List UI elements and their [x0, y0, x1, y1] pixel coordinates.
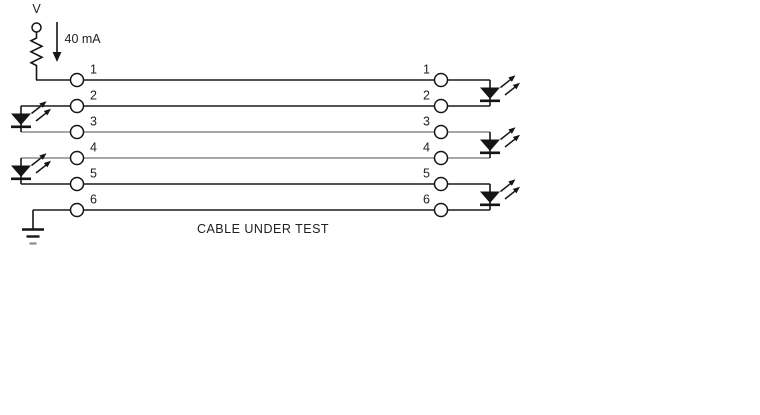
pin-label-left-6: 6 — [90, 193, 97, 207]
pin-right-1 — [433, 72, 449, 88]
pin-label-left-1: 1 — [90, 63, 97, 77]
voltage-terminal-icon — [31, 22, 42, 33]
pin-left-5 — [69, 176, 85, 192]
current-arrowhead-icon — [52, 52, 62, 62]
pin-label-right-5: 5 — [423, 167, 430, 181]
current-label: 40 mA — [65, 32, 102, 46]
pin-label-right-6: 6 — [423, 193, 430, 207]
ground-icon — [22, 210, 44, 245]
pin-left-6 — [69, 202, 85, 218]
pin-label-right-4: 4 — [423, 141, 430, 155]
pin-left-1 — [69, 72, 85, 88]
pin-label-right-2: 2 — [423, 89, 430, 103]
pin-label-left-5: 5 — [90, 167, 97, 181]
pin-right-4 — [433, 150, 449, 166]
pin-right-5 — [433, 176, 449, 192]
pin-label-right-3: 3 — [423, 115, 430, 129]
pin-left-2 — [69, 98, 85, 114]
voltage-label: V — [32, 2, 41, 16]
pin-label-left-4: 4 — [90, 141, 97, 155]
cable-under-test-label: CABLE UNDER TEST — [197, 222, 329, 236]
pin-left-3 — [69, 124, 85, 140]
pin-label-left-2: 2 — [90, 89, 97, 103]
pin-label-right-1: 1 — [423, 63, 430, 77]
pin-left-4 — [69, 150, 85, 166]
pin-label-left-3: 3 — [90, 115, 97, 129]
resistor-icon — [29, 32, 44, 80]
pin-right-6 — [433, 202, 449, 218]
pin-right-3 — [433, 124, 449, 140]
pin-right-2 — [433, 98, 449, 114]
